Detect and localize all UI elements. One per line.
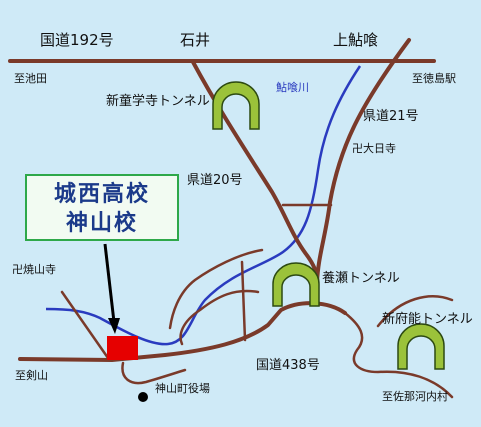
to-tsurugisan-label: 至剣山 [15, 369, 48, 382]
school-name-line2: 神山校 [65, 211, 138, 236]
route-192-label: 国道192号 [40, 31, 114, 49]
town-office-road [121, 361, 187, 385]
sanagochi-road [343, 311, 454, 399]
to-tokushima-label: 至徳島駅 [412, 72, 456, 85]
valley-road [168, 248, 264, 330]
shozanji-label: 卍焼山寺 [12, 263, 56, 276]
callout-arrowhead [108, 318, 120, 334]
pref-route-21 [315, 38, 411, 285]
pref-route-20-label: 県道20号 [187, 173, 243, 188]
town-office-marker [138, 392, 148, 402]
tunnel-shindougakuji-label: 新童学寺トンネル [106, 94, 210, 109]
loop-road [179, 289, 260, 346]
school-callout: 城西高校 神山校 [25, 174, 179, 241]
to-sanagochi-label: 至佐那河内村 [382, 390, 448, 403]
sanagochi-loop [376, 295, 454, 328]
tunnel-shinfuno-label: 新府能トンネル [382, 312, 473, 327]
spur-road [240, 260, 247, 342]
school-name-line1: 城西高校 [53, 182, 150, 207]
pref-route-20 [191, 60, 320, 285]
akui-river-label: 鮎喰川 [276, 81, 309, 94]
to-ikeda-label: 至池田 [14, 72, 47, 85]
kamiakui-label: 上鮎喰 [333, 31, 379, 49]
tunnel-yose-icon [272, 262, 320, 307]
akui-river [45, 65, 362, 346]
tunnel-shindougakuji-icon [212, 81, 260, 130]
school-marker [107, 336, 138, 360]
route-438-label: 国道438号 [256, 358, 320, 373]
shozanji-road [60, 290, 110, 360]
tunnel-yose-label: 養瀬トンネル [322, 271, 400, 286]
ishii-label: 石井 [180, 31, 211, 49]
daihinichiji-label: 卍大日寺 [352, 142, 396, 155]
callout-arrow [103, 243, 116, 323]
route-438 [18, 301, 347, 362]
pref-route-21-label: 県道21号 [363, 109, 419, 124]
tunnel-shinfuno-icon [397, 323, 445, 370]
town-office-label: 神山町役場 [155, 382, 210, 395]
